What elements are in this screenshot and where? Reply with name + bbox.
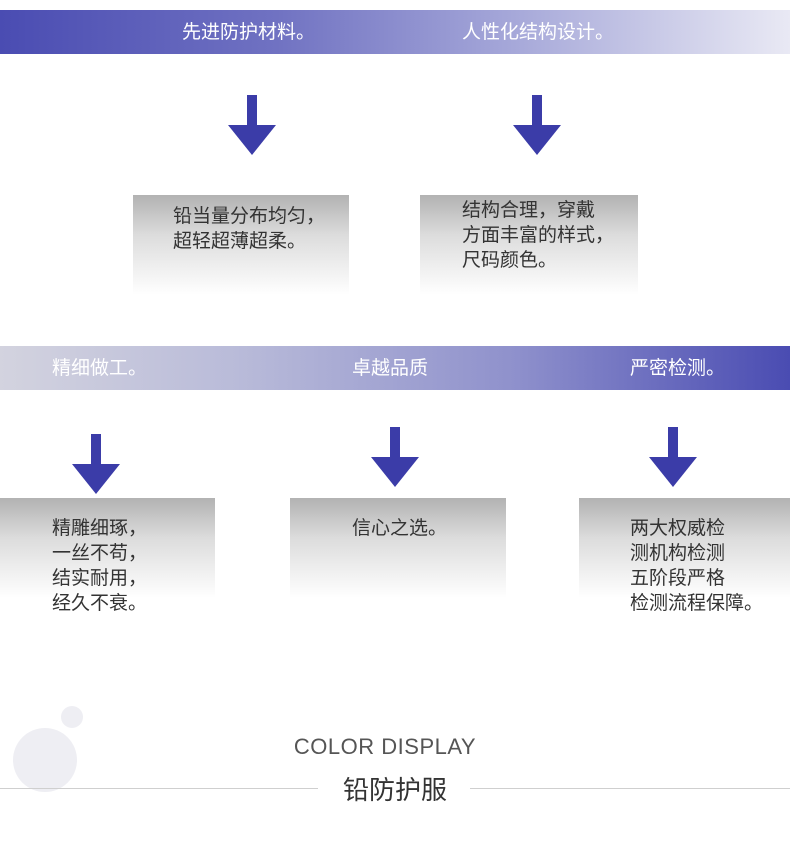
feature-label-strict-testing: 严密检测。 — [630, 357, 726, 379]
feature-description-ergonomic-design: 结构合理，穿戴 方面丰富的样式， 尺码颜色。 — [462, 198, 614, 273]
description-line: 五阶段严格 — [630, 567, 726, 589]
feature-box-strict-testing — [579, 498, 790, 598]
feature-description-fine-workmanship: 精雕细琢， 一丝不苟， 结实耐用， 经久不衰。 — [52, 516, 147, 616]
description-line: 测机构检测 — [630, 542, 726, 564]
arrow-down-icon — [649, 427, 697, 487]
feature-box-excellent-quality — [290, 498, 506, 598]
feature-band-top: 先进防护材料。 人性化结构设计。 — [0, 10, 790, 54]
feature-label-protective-material: 先进防护材料。 — [182, 21, 316, 43]
feature-label-ergonomic-design: 人性化结构设计。 — [462, 21, 615, 43]
feature-box-fine-workmanship — [0, 498, 215, 598]
feature-box-ergonomic-design — [420, 195, 638, 295]
feature-description-excellent-quality: 信心之选。 — [352, 516, 447, 541]
section-title: 铅防护服 — [320, 770, 470, 807]
description-line: 铅当量分布均匀， — [173, 205, 326, 227]
description-line: 尺码颜色。 — [462, 249, 558, 271]
description-line: 结构合理，穿戴 — [462, 199, 596, 221]
description-line: 结实耐用， — [52, 567, 148, 589]
description-line: 信心之选。 — [352, 517, 448, 539]
description-line: 精雕细琢， — [52, 517, 148, 539]
circle-decoration — [13, 728, 77, 792]
feature-label-excellent-quality: 卓越品质 — [352, 357, 429, 379]
description-line: 检测流程保障。 — [630, 592, 764, 614]
arrow-down-icon — [513, 95, 561, 155]
description-line: 方面丰富的样式， — [462, 224, 615, 246]
feature-box-protective-material — [133, 195, 349, 295]
description-line: 一丝不苟， — [52, 542, 148, 564]
feature-label-fine-workmanship: 精细做工。 — [52, 357, 148, 379]
description-line: 经久不衰。 — [52, 592, 148, 614]
arrow-down-icon — [72, 434, 120, 494]
arrow-down-icon — [228, 95, 276, 155]
circle-decoration-small — [61, 706, 83, 728]
feature-band-middle: 精细做工。 卓越品质 严密检测。 — [0, 346, 790, 390]
arrow-down-icon — [371, 427, 419, 487]
feature-description-strict-testing: 两大权威检 测机构检测 五阶段严格 检测流程保障。 — [630, 516, 763, 616]
feature-description-protective-material: 铅当量分布均匀， 超轻超薄超柔。 — [173, 204, 325, 254]
description-line: 超轻超薄超柔。 — [173, 230, 307, 252]
divider-right — [456, 788, 790, 789]
description-line: 两大权威检 — [630, 517, 726, 539]
divider-left — [0, 788, 318, 789]
section-subtitle: COLOR DISPLAY — [293, 734, 477, 759]
